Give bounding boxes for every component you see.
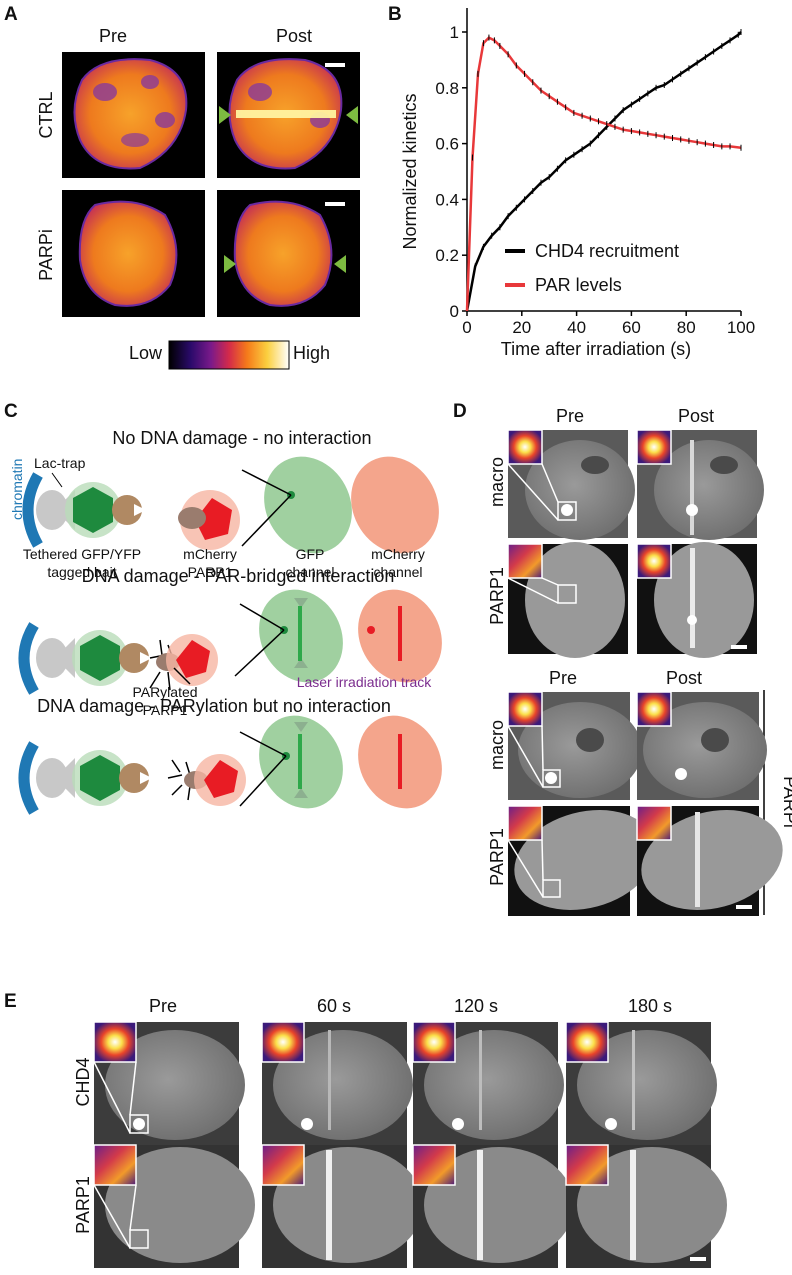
panel-d-col-post-1: Post xyxy=(678,406,714,426)
panel-a-parpi-post-image xyxy=(217,190,360,317)
bait-shape xyxy=(112,495,142,525)
x-tick-label: 60 xyxy=(622,318,641,337)
panel-a-row-ctrl: CTRL xyxy=(36,91,56,138)
panel-d-col-pre-2: Pre xyxy=(549,668,577,688)
panel-d-parpi-macro-pre xyxy=(507,691,642,800)
panel-a-col-pre: Pre xyxy=(99,26,127,46)
panel-a-ctrl-post-image xyxy=(217,52,360,178)
panel-e-parp1-120s xyxy=(412,1144,574,1268)
colorscale-low-label: Low xyxy=(129,343,163,363)
panel-d-parpi-parp1-pre xyxy=(507,805,656,916)
panel-e-parp1-60s xyxy=(261,1144,423,1268)
series-line-2 xyxy=(465,36,742,312)
panel-e-chd4-pre xyxy=(93,1021,245,1145)
panel-d-ctrl-macro-post xyxy=(636,429,764,540)
panel-d-row-macro-2: macro xyxy=(487,720,507,770)
panel-c-title-3: DNA damage - PARylation but no interacti… xyxy=(37,696,391,716)
gfp-channel-label-1: GFP xyxy=(296,546,325,562)
y-tick-label: 0.4 xyxy=(435,190,459,209)
laser-track-label: Laser irradiation track xyxy=(297,674,433,690)
y-tick-label: 0 xyxy=(450,302,459,321)
y-tick-label: 0.6 xyxy=(435,135,459,154)
panel-e-chd4-180s xyxy=(565,1021,717,1145)
series-line-1 xyxy=(465,31,742,312)
mcherry-channel-label-2: channel xyxy=(373,564,422,580)
panel-d-col-pre-1: Pre xyxy=(556,406,584,426)
panel-e-col-pre: Pre xyxy=(149,996,177,1016)
legend-label-1: CHD4 recruitment xyxy=(535,241,679,261)
x-tick-label: 40 xyxy=(567,318,586,337)
panel-e-row-parp1: PARP1 xyxy=(73,1176,93,1234)
panel-d-parpi-macro-post xyxy=(636,691,767,800)
panel-a-ctrl-pre-image xyxy=(62,52,205,178)
panel-a-col-post: Post xyxy=(276,26,312,46)
parylated-label-2: PARP1 xyxy=(143,702,188,718)
y-tick-label: 1 xyxy=(450,23,459,42)
chromatin-shape xyxy=(22,472,43,548)
bait-label-1: Tethered GFP/YFP xyxy=(23,546,141,562)
schematic-row-2: PARylated PARP1 Laser irradiation track xyxy=(18,589,442,718)
panel-e-col-120: 120 s xyxy=(454,996,498,1016)
mcherry-label-1: mCherry xyxy=(183,546,237,562)
lac-trap-shape xyxy=(36,490,68,530)
panel-e-parp1-pre xyxy=(93,1144,255,1268)
panel-d-col-post-2: Post xyxy=(666,668,702,688)
legend-label-2: PAR levels xyxy=(535,275,622,295)
panel-b-letter: B xyxy=(388,4,402,25)
panel-d-side-parpi: PARPi xyxy=(780,776,792,828)
gfp-bait-hexagon xyxy=(73,487,113,533)
panel-d-row-parp1-1: PARP1 xyxy=(487,567,507,625)
chromatin-label: chromatin xyxy=(9,459,25,520)
mcherry-label-2: PARP1 xyxy=(188,564,233,580)
x-tick-label: 100 xyxy=(727,318,755,337)
schematic-row-1: chromatin Lac-trap Tethered GFP/YFP tagg… xyxy=(9,455,439,580)
gfp-channel-label-2: channel xyxy=(285,564,334,580)
y-axis-label: Normalized kinetics xyxy=(400,93,420,249)
gfp-channel-nucleus xyxy=(264,456,352,554)
panel-d-letter: D xyxy=(453,401,467,422)
panel-e-chd4-120s xyxy=(412,1021,564,1145)
panel-e-parp1-180s xyxy=(565,1144,727,1268)
panel-d-parpi-parp1-post xyxy=(636,805,783,916)
panel-d-row-parp1-2: PARP1 xyxy=(487,828,507,886)
panel-e-col-60: 60 s xyxy=(317,996,351,1016)
panel-c-title-1: No DNA damage - no interaction xyxy=(112,428,371,448)
panel-e-col-180: 180 s xyxy=(628,996,672,1016)
y-tick-label: 0.2 xyxy=(435,246,459,265)
colorscale-high-label: High xyxy=(293,343,330,363)
panel-d-row-macro-1: macro xyxy=(487,457,507,507)
x-axis-label: Time after irradiation (s) xyxy=(501,339,691,359)
colorscale-bar xyxy=(168,340,290,370)
x-tick-label: 80 xyxy=(677,318,696,337)
lac-trap-label: Lac-trap xyxy=(34,455,86,471)
panel-d-ctrl-macro-pre xyxy=(507,429,635,540)
panel-a-letter: A xyxy=(4,4,18,25)
panel-c-letter: C xyxy=(4,401,18,422)
panel-d-ctrl-parp1-pre xyxy=(507,542,628,658)
y-tick-label: 0.8 xyxy=(435,79,459,98)
mcherry-channel-nucleus xyxy=(351,456,439,554)
panel-e-letter: E xyxy=(4,991,17,1012)
schematic-row-3 xyxy=(18,715,442,815)
parylated-label-1: PARylated xyxy=(132,684,197,700)
x-tick-label: 20 xyxy=(512,318,531,337)
x-tick-label: 0 xyxy=(462,318,471,337)
panel-e-row-chd4: CHD4 xyxy=(73,1057,93,1106)
panel-a-parpi-pre-image xyxy=(62,190,205,317)
panel-a-row-parpi: PARPi xyxy=(36,229,56,281)
mcherry-channel-label-1: mCherry xyxy=(371,546,425,562)
mcherry-parp1-shape xyxy=(195,498,232,540)
panel-c-title-2: DNA damage - PAR-bridged interaction xyxy=(82,566,395,586)
bait-label-2: tagged bait xyxy=(47,564,116,580)
panel-e-chd4-60s xyxy=(261,1021,413,1145)
panel-d-ctrl-parp1-post xyxy=(636,542,757,658)
